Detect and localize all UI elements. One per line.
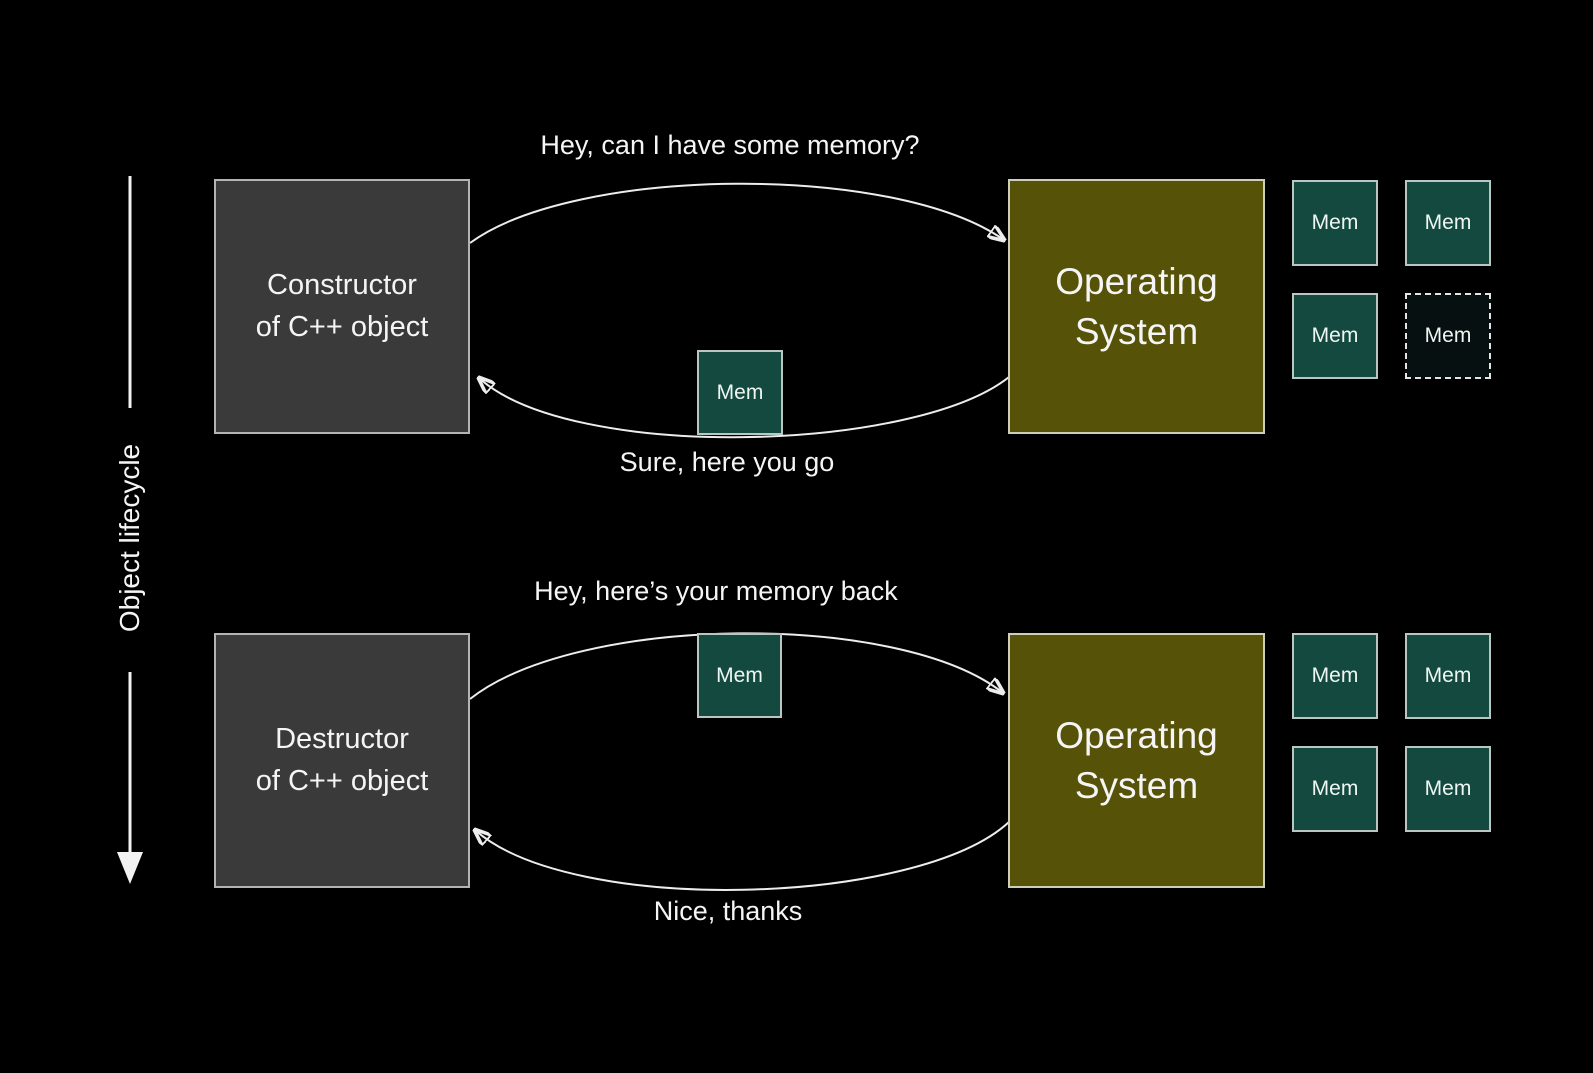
- request-memory-arrow: [469, 182, 1004, 243]
- mem-cell-label: Mem: [1424, 777, 1472, 800]
- mem-cell-label: Mem: [1311, 324, 1359, 347]
- operating-system-box-bottom: Operating System: [1008, 633, 1265, 888]
- os-bottom-label-line2: System: [1074, 764, 1199, 806]
- os-mem-cell-bottom-1: Mem: [1292, 633, 1378, 719]
- constructor-box-label-line2: of C++ object: [255, 310, 429, 343]
- os-mem-cell-bottom-2: Mem: [1405, 633, 1491, 719]
- os-mem-cell-top-3: Mem: [1292, 293, 1378, 379]
- os-top-label-line2: System: [1074, 310, 1199, 352]
- os-mem-cell-top-4-given-away: Mem: [1405, 293, 1491, 379]
- acknowledge-text: Nice, thanks: [653, 896, 803, 926]
- mem-cell-label: Mem: [1424, 324, 1472, 347]
- os-mem-cell-top-1: Mem: [1292, 180, 1378, 266]
- os-mem-cell-bottom-4: Mem: [1405, 746, 1491, 832]
- os-top-label-line1: Operating: [1055, 260, 1218, 302]
- os-bottom-label-line1: Operating: [1055, 714, 1218, 756]
- destructor-box-label-line2: of C++ object: [255, 764, 429, 797]
- mem-token-transfer-bottom: Mem: [697, 633, 782, 718]
- object-lifecycle-label: Object lifecycle: [114, 443, 145, 633]
- constructor-box-label-line1: Constructor: [267, 269, 417, 302]
- os-mem-cell-bottom-3: Mem: [1292, 746, 1378, 832]
- mem-token-transfer-top-label: Mem: [716, 380, 764, 404]
- mem-cell-label: Mem: [1424, 211, 1472, 234]
- destructor-box-label-line1: Destructor: [275, 723, 409, 756]
- mem-cell-label: Mem: [1311, 211, 1359, 234]
- destructor-box: Destructor of C++ object: [214, 633, 470, 888]
- operating-system-box-top: Operating System: [1008, 179, 1265, 434]
- acknowledge-arrow: [475, 821, 1010, 891]
- return-memory-text: Hey, here’s your memory back: [534, 576, 898, 606]
- os-mem-cell-top-2: Mem: [1405, 180, 1491, 266]
- grant-memory-text: Sure, here you go: [619, 447, 835, 477]
- request-memory-text: Hey, can I have some memory?: [540, 130, 920, 160]
- constructor-box: Constructor of C++ object: [214, 179, 470, 434]
- mem-cell-label: Mem: [1424, 664, 1472, 687]
- mem-cell-label: Mem: [1311, 777, 1359, 800]
- mem-token-transfer-bottom-label: Mem: [716, 663, 763, 687]
- mem-cell-label: Mem: [1311, 664, 1359, 687]
- grant-memory-arrow: [479, 377, 1010, 439]
- mem-token-transfer-top: Mem: [697, 350, 783, 435]
- lifecycle-axis-arrowhead-icon: [117, 852, 143, 884]
